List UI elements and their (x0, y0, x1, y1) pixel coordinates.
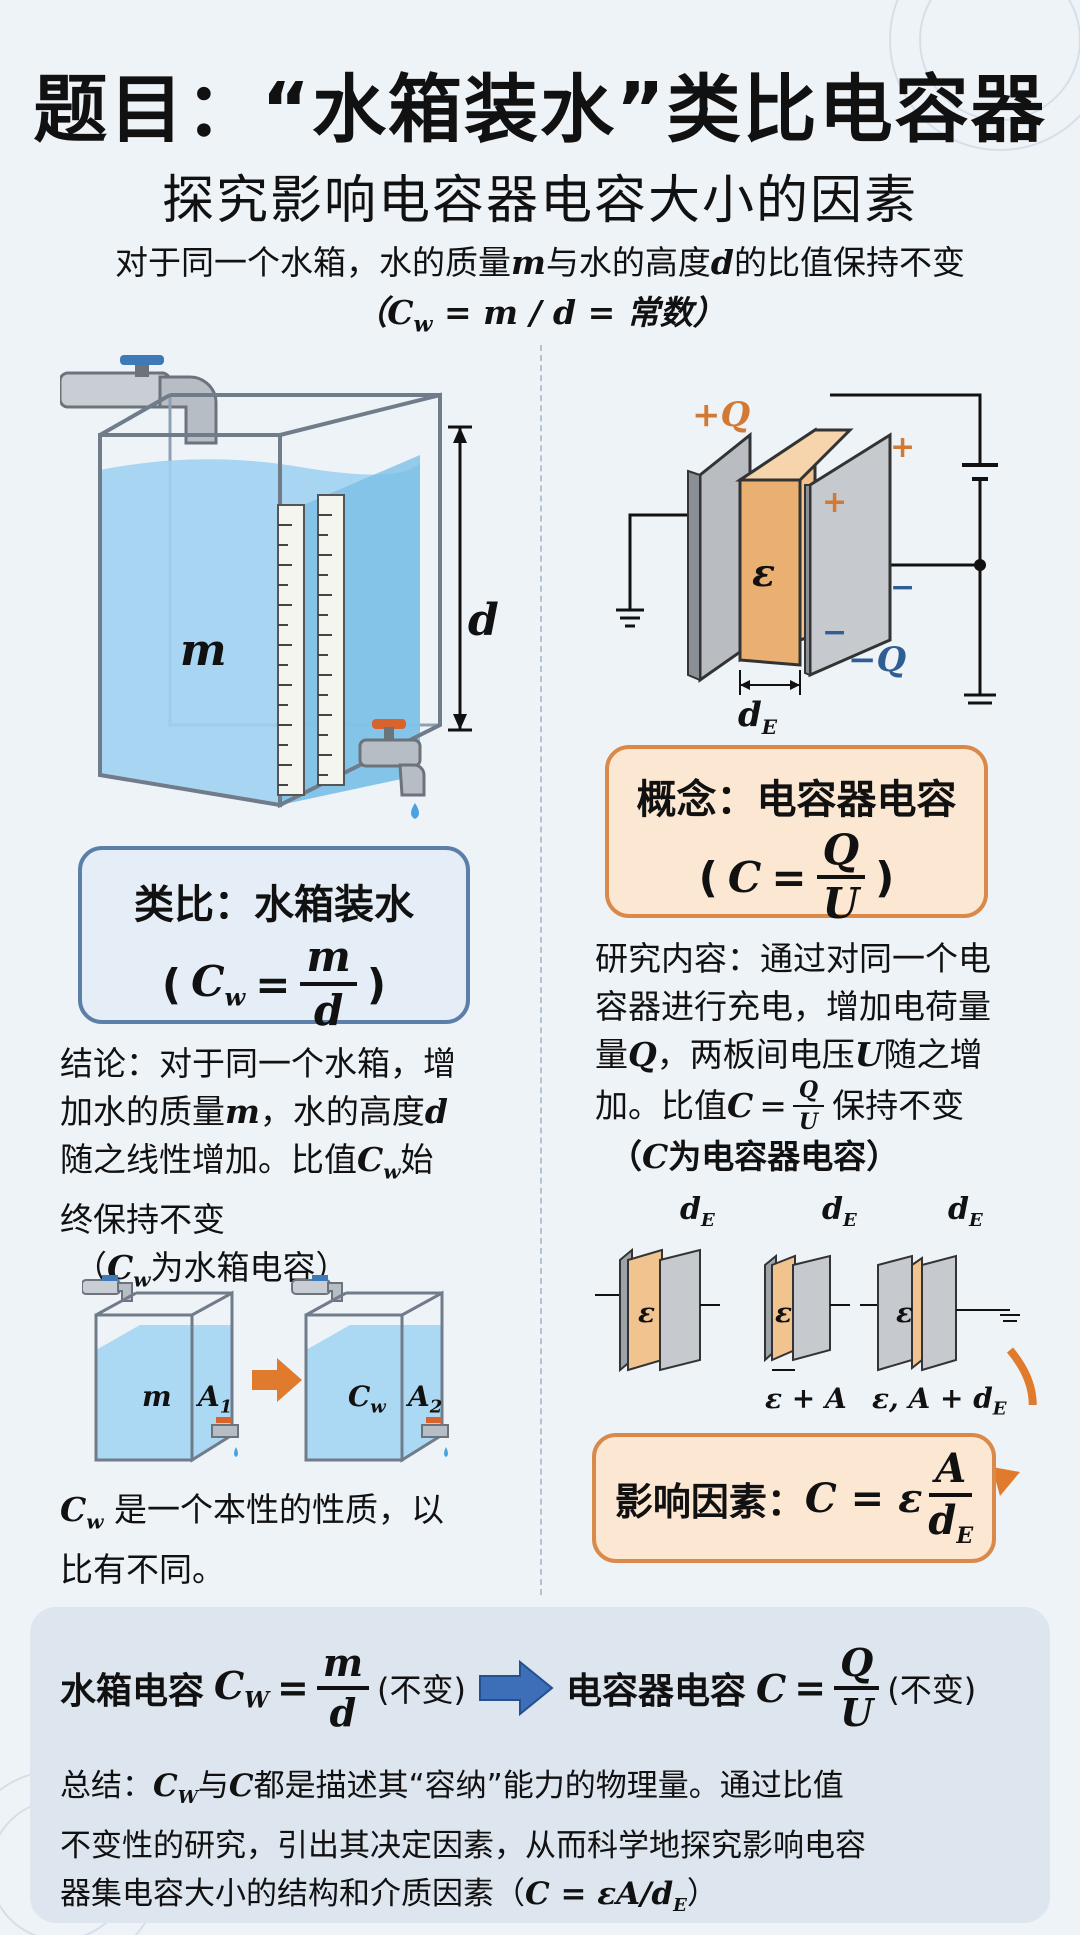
right-arrow-icon (479, 1659, 554, 1717)
small-tank2-area: A2 (408, 1380, 443, 1418)
small-capacitors-illustration (595, 1247, 1037, 1405)
plate-gap-label: dE (738, 695, 778, 739)
minus-sign-low: − (822, 615, 848, 650)
summary-text: 总结：CW与C都是描述其“容纳”能力的物理量。通过比值 不变性的研究，引出其决定… (60, 1768, 866, 1917)
epsilon-label: ε (752, 550, 776, 595)
capacitor-capacity-label: 电容器电容 (566, 1671, 747, 1712)
conclusion-text: 结论：对于同一个水箱，增 加水的质量m，水的高度d 随之线性增加。比值Cw始 终… (60, 1044, 456, 1292)
small-tank2-cw: Cw (348, 1380, 386, 1418)
small-tanks-illustration (82, 1275, 449, 1463)
small-tank1-area: A1 (198, 1380, 233, 1418)
capacitor-capacity-note: (不变) (887, 1671, 977, 1709)
mass-label: m (180, 625, 227, 676)
small-cap3-epsilon: ε (896, 1296, 914, 1329)
factors-title: 影响因素： (614, 1479, 805, 1524)
water-tank-illustration (60, 355, 472, 819)
page-subtitle: 探究影响电容器电容大小的因素 (161, 171, 918, 231)
plus-sign-top: + (890, 430, 916, 465)
small-cap3-label: ε, A + dE (872, 1382, 1007, 1420)
height-label: d (468, 595, 499, 646)
small-cap2-epsilon: ε (775, 1296, 793, 1329)
tank-capacity-note: (不变) (377, 1671, 467, 1709)
tank-capacity-label: 水箱电容 (60, 1671, 205, 1712)
minus-q-label: −Q (848, 640, 907, 680)
tank-note: Cw 是一个本性的性质，以 比有不同。 (60, 1490, 444, 1589)
small-cap3-gap: dE (948, 1192, 983, 1231)
center-divider (540, 345, 542, 1595)
summary-panel (30, 1607, 1050, 1923)
small-cap2-label: ε + A (765, 1382, 847, 1415)
small-cap1-epsilon: ε (638, 1296, 656, 1329)
intro-text: 对于同一个水箱，水的质量m与水的高度d的比值保持不变 （Cw = m / d =… (115, 243, 965, 338)
analogy-title: 类比：水箱装水 (134, 882, 414, 928)
concept-title: 概念：电容器电容 (636, 777, 957, 823)
small-cap1-gap: dE (680, 1192, 715, 1231)
plus-sign-mid: + (822, 485, 848, 520)
curved-arrow-head (992, 1467, 1020, 1496)
small-tank1-mass: m (142, 1380, 172, 1413)
plus-q-label: +Q (692, 395, 751, 435)
research-text: 研究内容：通过对同一个电 容器进行充电，增加电荷量 量Q，两板间电压U随之增 加… (595, 939, 991, 1176)
minus-sign-right: − (890, 570, 916, 605)
small-cap2-gap: dE (822, 1192, 857, 1231)
page-title: 题目：“水箱装水”类比电容器 (33, 67, 1047, 153)
capacitor-illustration (616, 393, 998, 705)
